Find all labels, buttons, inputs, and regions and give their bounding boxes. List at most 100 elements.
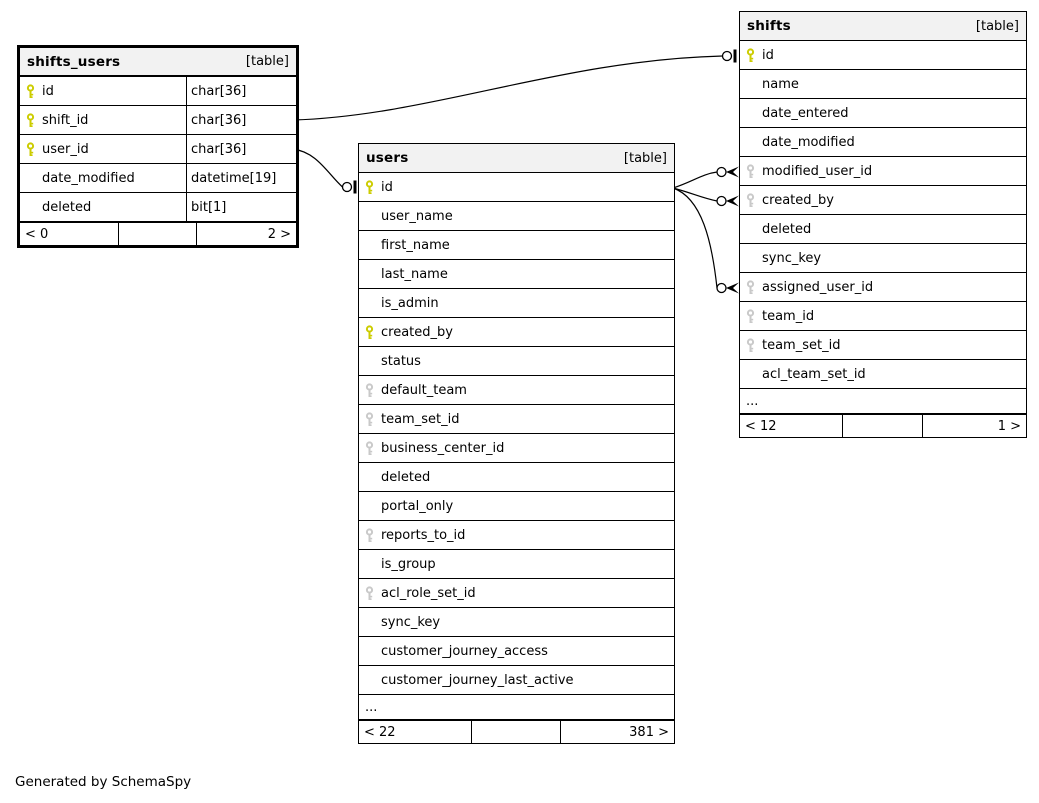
column-name: team_set_id [381,411,460,427]
table-badge: [table] [623,150,667,166]
column-name: date_modified [42,170,135,186]
primary-key-icon [25,142,36,157]
column-row: deleted [740,215,1026,244]
primary-key-icon [25,113,36,128]
column-name: date_entered [762,105,849,121]
foreign-key-icon [745,193,756,208]
pager-next: 381 > [629,724,669,740]
table-header[interactable]: shifts [table] [740,12,1026,41]
column-name: team_id [762,308,815,324]
column-name: first_name [381,237,450,253]
column-row: customer_journey_last_active [359,666,674,695]
pager-spacer [119,223,197,245]
column-row: is_admin [359,289,674,318]
column-row: id [740,41,1026,70]
ellipsis-row: ... [359,695,674,720]
column-row: customer_journey_access [359,637,674,666]
table-badge: [table] [975,18,1019,34]
foreign-key-icon [745,309,756,324]
crow-foot-marker [716,166,739,178]
column-name: created_by [762,192,834,208]
column-name: sync_key [762,250,822,266]
crow-foot-marker [716,195,739,207]
column-row: date_entered [740,99,1026,128]
table-title[interactable]: users [366,150,409,166]
column-row: team_id [740,302,1026,331]
column-name: id [762,47,774,63]
column-row: acl_role_set_id [359,579,674,608]
foreign-key-icon [364,441,375,456]
primary-key-icon [25,84,36,99]
column-name: last_name [381,266,448,282]
column-name: status [381,353,421,369]
column-row: reports_to_id [359,521,674,550]
table-header[interactable]: users [table] [359,144,674,173]
foreign-key-icon [745,280,756,295]
column-type: datetime[19] [191,170,277,186]
column-row: id [359,173,674,202]
relationship-shifts_users-user_id-to-users-id [292,148,357,194]
table-shifts[interactable]: shifts [table] id name date_entered date… [739,11,1027,438]
table-users[interactable]: users [table] id user_name first_name la… [358,143,675,744]
pager-prev: < 22 [359,721,473,743]
column-name: acl_role_set_id [381,585,476,601]
column-name: reports_to_id [381,527,466,543]
table-title[interactable]: shifts_users [27,53,121,70]
crow-foot-marker [716,282,739,294]
pager-row: < 0 2 > [20,222,296,245]
pager-spacer [843,415,924,437]
column-name: created_by [381,324,453,340]
column-row: deleted bit[1] [20,193,296,222]
table-title[interactable]: shifts [747,18,791,34]
column-name: team_set_id [762,337,841,353]
column-row: name [740,70,1026,99]
pager-row: < 22 381 > [359,720,674,743]
column-type: char[36] [191,141,247,157]
column-row: business_center_id [359,434,674,463]
column-row: sync_key [740,244,1026,273]
relationship-users-id-to-shifts-modified_user_id [672,166,739,189]
foreign-key-icon [745,164,756,179]
relationship-shifts_users-shift_id-to-shifts-id [292,49,737,121]
pager-next: 1 > [997,418,1021,434]
column-row: created_by [740,186,1026,215]
column-name: shift_id [42,112,89,128]
zero-one-marker [721,49,737,63]
pager-prev: < 0 [20,223,120,245]
pager-next: 2 > [267,226,291,242]
foreign-key-icon [364,586,375,601]
column-row: default_team [359,376,674,405]
column-row: status [359,347,674,376]
primary-key-icon [364,180,375,195]
foreign-key-icon [364,412,375,427]
table-shifts_users[interactable]: shifts_users [table] id char[36] shift_i… [17,45,299,248]
foreign-key-icon [364,528,375,543]
foreign-key-icon [745,338,756,353]
column-row: shift_id char[36] [20,106,296,135]
column-row: deleted [359,463,674,492]
pager-row: < 12 1 > [740,414,1026,437]
column-name: deleted [762,221,812,237]
column-row: first_name [359,231,674,260]
column-name: default_team [381,382,467,398]
column-name: modified_user_id [762,163,873,179]
ellipsis-row: ... [740,389,1026,414]
column-row: is_group [359,550,674,579]
column-name: sync_key [381,614,441,630]
column-row: portal_only [359,492,674,521]
column-name: id [42,83,54,99]
zero-one-marker [341,180,357,194]
column-row: date_modified [740,128,1026,157]
column-row: team_set_id [359,405,674,434]
table-header[interactable]: shifts_users [table] [20,48,296,77]
primary-key-icon [364,325,375,340]
relationship-users-id-to-shifts-assigned_user_id [672,187,739,294]
column-name: portal_only [381,498,454,514]
column-row: date_modified datetime[19] [20,164,296,193]
column-name: is_admin [381,295,439,311]
column-row: user_id char[36] [20,135,296,164]
column-name: customer_journey_last_active [381,672,574,688]
column-name: customer_journey_access [381,643,548,659]
column-name: deleted [381,469,431,485]
